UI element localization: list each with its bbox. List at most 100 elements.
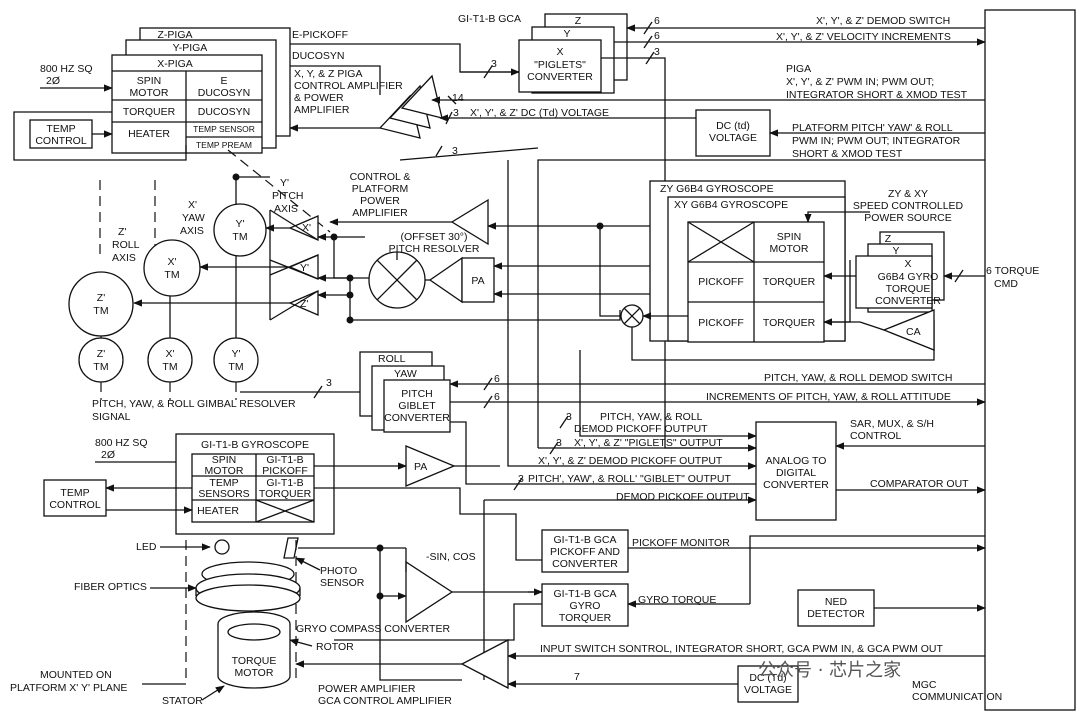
bus-3c: 3 xyxy=(453,107,459,119)
svg-text:E: E xyxy=(220,75,227,87)
svg-text:PLATFORM X' Y' PLANE: PLATFORM X' Y' PLANE xyxy=(10,682,127,694)
svg-text:AXIS: AXIS xyxy=(274,203,298,215)
svg-text:MOTOR: MOTOR xyxy=(770,243,809,255)
svg-text:PA: PA xyxy=(471,275,484,287)
svg-text:CONVERTER: CONVERTER xyxy=(527,71,593,83)
gyro-heater: HEATER xyxy=(197,505,239,517)
svg-text:PIGA: PIGA xyxy=(786,63,811,75)
dc-td-voltage-box xyxy=(695,109,771,157)
g6b4-converter-stack: Z Y X G6B4 GYRO TORQUE CONVERTER xyxy=(855,231,945,313)
piga-ducosyn: DUCOSYN xyxy=(198,106,251,118)
zy-g6b4-label: ZY G6B4 GYROSCOPE xyxy=(660,183,774,195)
svg-text:DC (Td): DC (Td) xyxy=(749,672,786,684)
gyro-title: GI-T1-B GYROSCOPE xyxy=(201,439,309,451)
attitude-inc-label: INCREMENTS OF PITCH, YAW, & ROLL ATTITUD… xyxy=(706,391,951,403)
svg-text:GI-T1-B GCA: GI-T1-B GCA xyxy=(553,588,616,600)
photo-sensor xyxy=(283,537,299,559)
bus-3b: 3 xyxy=(654,46,660,58)
svg-text:ROLL: ROLL xyxy=(378,353,406,365)
svg-text:SAR, MUX, & S/H: SAR, MUX, & S/H xyxy=(850,418,934,430)
mgc-label: MGC xyxy=(912,679,937,691)
svg-text:SENSORS: SENSORS xyxy=(198,488,249,500)
svg-text:SPIN: SPIN xyxy=(212,454,237,466)
compass-conv-label: GRYO COMPASS CONVERTER xyxy=(296,623,450,635)
svg-text:NED: NED xyxy=(825,596,848,608)
svg-text:PICKOFF: PICKOFF xyxy=(698,317,744,329)
svg-text:DUCOSYN: DUCOSYN xyxy=(198,87,251,99)
svg-text:TEMP: TEMP xyxy=(60,487,89,499)
bus-3f: 3 xyxy=(566,411,572,423)
svg-text:PLATFORM: PLATFORM xyxy=(352,183,408,195)
svg-text:MOUNTED ON: MOUNTED ON xyxy=(40,669,112,681)
svg-text:X, Y, & Z PIGA: X, Y, & Z PIGA xyxy=(294,68,362,80)
svg-text:DIGITAL: DIGITAL xyxy=(776,467,816,479)
svg-text:CONTROL AMPLIFIER: CONTROL AMPLIFIER xyxy=(294,80,403,92)
svg-text:AXIS: AXIS xyxy=(112,252,136,264)
svg-text:GCA CONTROL AMPLIFIER: GCA CONTROL AMPLIFIER xyxy=(318,695,452,707)
platform-amp-triangle xyxy=(450,198,489,246)
svg-text:CONVERTER: CONVERTER xyxy=(552,558,618,570)
svg-text:800 HZ SQ: 800 HZ SQ xyxy=(95,437,148,449)
svg-text:PITCH: PITCH xyxy=(401,388,433,400)
svg-text:INTEGRATOR SHORT & XMOD TEST: INTEGRATOR SHORT & XMOD TEST xyxy=(786,89,968,101)
bus-14: 14 xyxy=(452,92,464,104)
piga-torquer: TORQUER xyxy=(123,106,176,118)
svg-text:VOLTAGE: VOLTAGE xyxy=(709,132,757,144)
svg-text:TORQUE: TORQUE xyxy=(232,655,277,667)
svg-text:TM: TM xyxy=(232,231,247,243)
adc-in4-label: PITCH', YAW', & ROLL' "GIBLET" OUTPUT xyxy=(528,473,731,485)
svg-text:Z: Z xyxy=(575,15,582,27)
svg-text:AMPLIFIER: AMPLIFIER xyxy=(294,104,350,116)
svg-text:POWER SOURCE: POWER SOURCE xyxy=(864,212,952,224)
pa-box xyxy=(461,257,495,303)
svg-text:"PIGLETS": "PIGLETS" xyxy=(534,59,586,71)
bus-6c: 6 xyxy=(494,373,500,385)
ducosyn-label: DUCOSYN xyxy=(292,50,345,62)
svg-text:Z': Z' xyxy=(97,348,105,360)
piga-heater: HEATER xyxy=(128,128,170,140)
svg-text:POWER AMPLIFIER: POWER AMPLIFIER xyxy=(318,683,416,695)
torque-motor: TORQUE MOTOR xyxy=(217,611,291,689)
svg-text:CONVERTER: CONVERTER xyxy=(384,412,450,424)
fiber-label: FIBER OPTICS xyxy=(74,581,147,593)
svg-text:CMD: CMD xyxy=(994,278,1018,290)
svg-text:TORQUER: TORQUER xyxy=(763,317,816,329)
svg-text:PITCH RESOLVER: PITCH RESOLVER xyxy=(389,243,480,255)
demod-switch-label: X', Y', & Z' DEMOD SWITCH xyxy=(816,15,950,27)
svg-text:CA: CA xyxy=(906,326,921,338)
svg-text:GI-T1-B: GI-T1-B xyxy=(266,454,303,466)
svg-text:DC (td): DC (td) xyxy=(716,120,750,132)
svg-text:X: X xyxy=(556,46,563,58)
svg-text:X: X xyxy=(904,258,911,270)
gca-title: GI-T1-B GCA xyxy=(458,13,521,25)
svg-text:GI-T1-B: GI-T1-B xyxy=(266,477,303,489)
svg-text:X', Y', & Z' PWM IN; PWM OUT;: X', Y', & Z' PWM IN; PWM OUT; xyxy=(786,76,934,88)
svg-text:CONVERTER: CONVERTER xyxy=(763,479,829,491)
svg-text:MOTOR: MOTOR xyxy=(235,667,274,679)
svg-text:AXIS: AXIS xyxy=(180,225,204,237)
gyro-temp-control xyxy=(43,479,107,517)
svg-text:2Ø: 2Ø xyxy=(101,449,115,461)
ned-detector-box xyxy=(797,589,875,627)
dc-voltage-label: X', Y', & Z' DC (Td) VOLTAGE xyxy=(470,107,609,119)
adc-in3-label: X', Y', & Z' DEMOD PICKOFF OUTPUT xyxy=(538,455,723,467)
watermark: 公众号 · 芯片之家 xyxy=(758,660,902,681)
ca-amplifier xyxy=(882,309,935,351)
svg-text:PITCH, YAW, & ROLL: PITCH, YAW, & ROLL xyxy=(600,411,703,423)
svg-text:TORQUER: TORQUER xyxy=(559,612,612,624)
bus-6b: 6 xyxy=(654,30,660,42)
svg-text:SPIN: SPIN xyxy=(777,231,802,243)
x-piga-label: X-PIGA xyxy=(157,58,193,70)
svg-text:Z': Z' xyxy=(97,292,105,304)
svg-text:TM: TM xyxy=(93,361,108,373)
svg-text:SPIN: SPIN xyxy=(137,75,162,87)
svg-text:Z: Z xyxy=(885,233,892,245)
svg-text:GYRO: GYRO xyxy=(570,600,601,612)
bus-3g: 3 xyxy=(556,437,562,449)
sincos-label: -SIN, COS xyxy=(426,551,476,563)
svg-text:ZY & XY: ZY & XY xyxy=(888,188,928,200)
svg-text:SPEED CONTROLLED: SPEED CONTROLLED xyxy=(853,200,964,212)
svg-text:PICKOFF AND: PICKOFF AND xyxy=(550,546,620,558)
rotor-label: ROTOR xyxy=(316,641,354,653)
svg-text:POWER: POWER xyxy=(360,195,400,207)
